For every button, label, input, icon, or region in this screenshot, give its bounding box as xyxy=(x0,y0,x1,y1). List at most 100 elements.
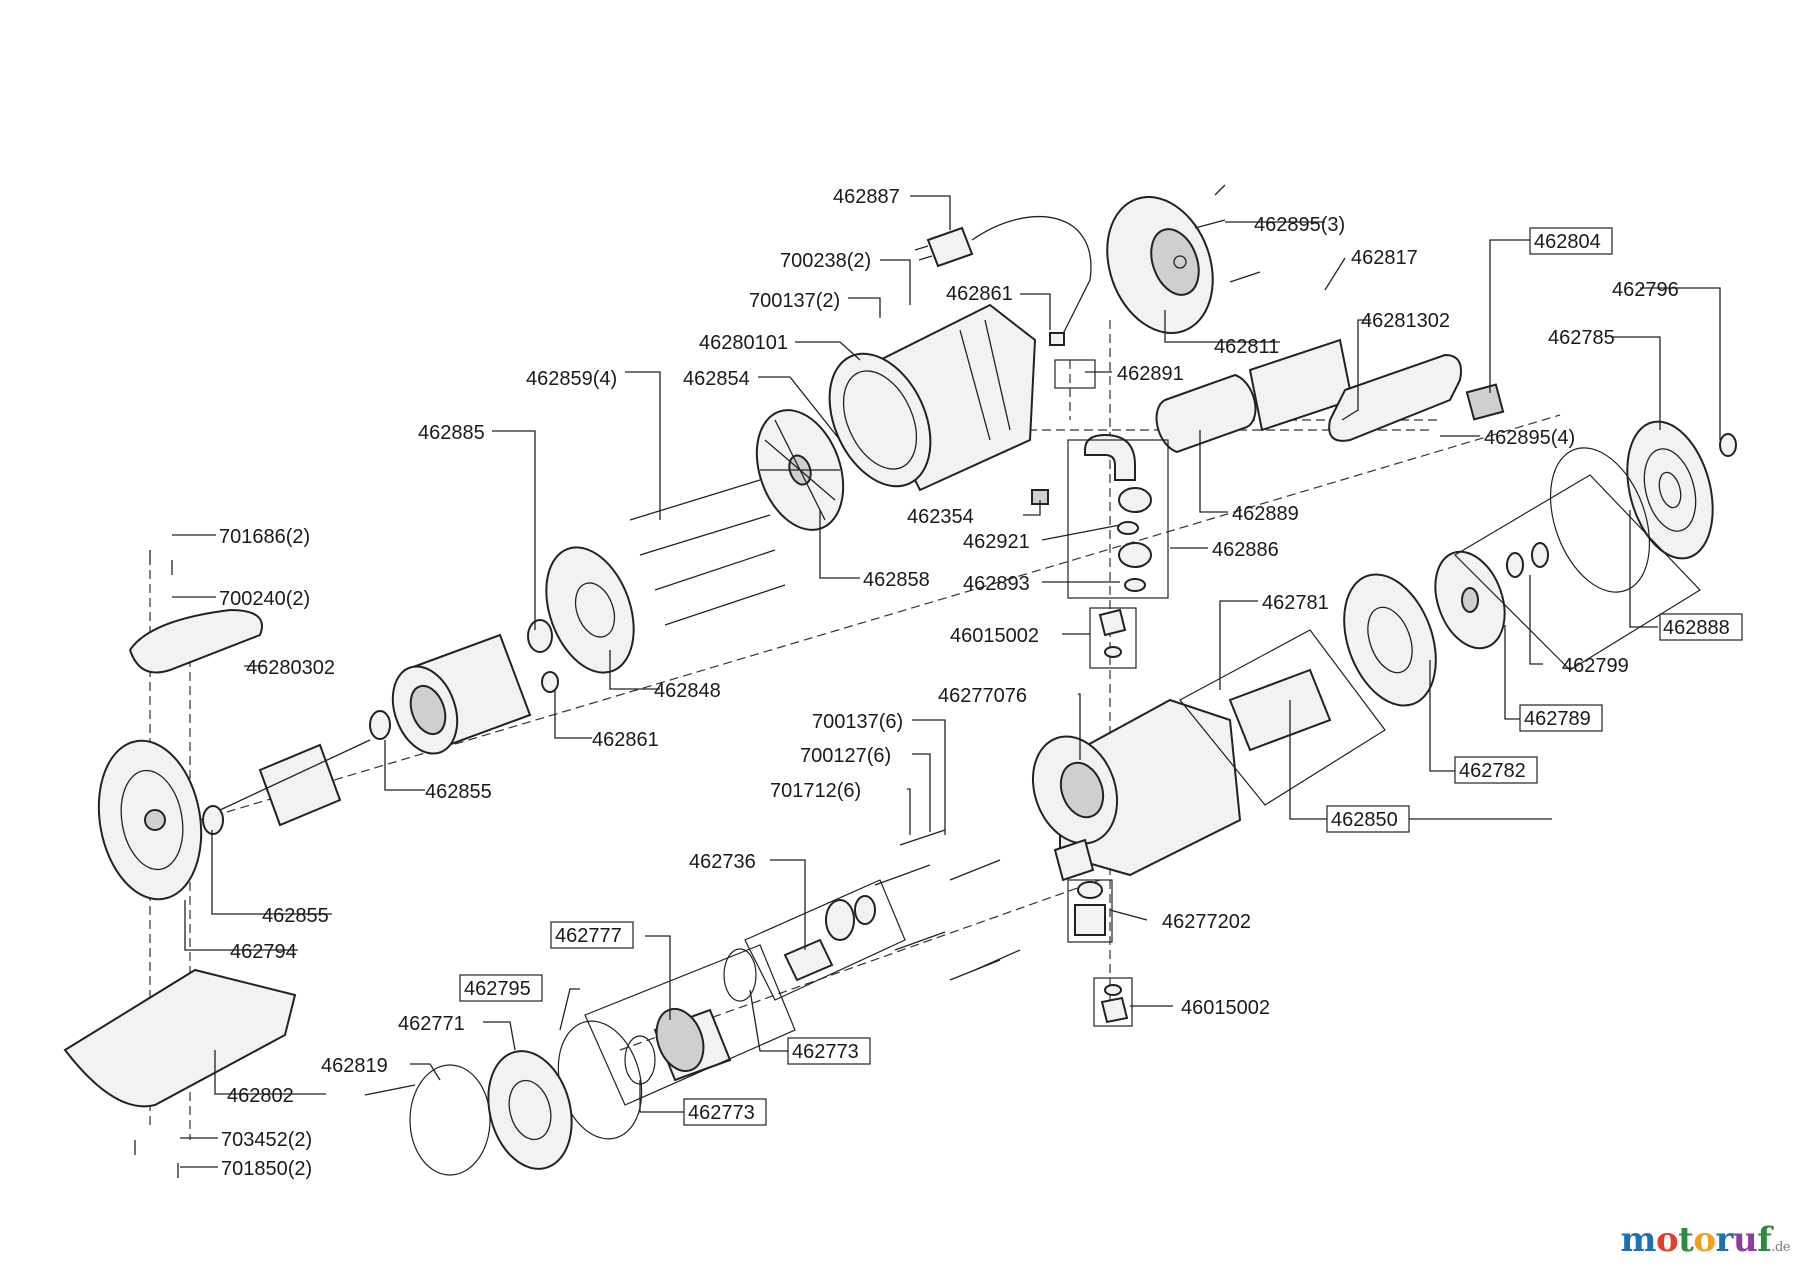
label-46015002-bot: 46015002 xyxy=(1181,997,1270,1019)
wrench-part xyxy=(364,1064,491,1176)
logo-letter-o2: o xyxy=(1693,1220,1716,1260)
label-462789: 462789 xyxy=(1524,708,1591,730)
label-462893: 462893 xyxy=(963,573,1030,595)
handle-part xyxy=(128,608,263,674)
parts xyxy=(63,184,1737,1178)
label-462886: 462886 xyxy=(1212,539,1279,561)
gasket-ring-part xyxy=(1549,447,1651,593)
label-462895-3: 462895(3) xyxy=(1254,214,1345,236)
filter-lid-part xyxy=(487,1020,643,1170)
connector-stack-part xyxy=(1031,433,1152,592)
label-462855-a: 462855 xyxy=(425,781,492,803)
label-462885: 462885 xyxy=(418,422,485,444)
label-462819: 462819 xyxy=(321,1055,388,1077)
rotor-part xyxy=(202,710,391,835)
label-462785: 462785 xyxy=(1548,327,1615,349)
stator-part xyxy=(391,633,532,755)
handle-screws-part xyxy=(134,550,179,1178)
label-462802: 462802 xyxy=(227,1085,294,1107)
switch-part xyxy=(1465,383,1505,421)
group-frames xyxy=(584,359,1701,1106)
impeller-group-part xyxy=(1228,542,1549,752)
tie-rods-part xyxy=(629,479,786,626)
label-462804: 462804 xyxy=(1534,231,1601,253)
o-ring-part xyxy=(527,619,553,653)
label-462858: 462858 xyxy=(863,569,930,591)
label-700238-2: 700238(2) xyxy=(780,250,871,272)
base-part xyxy=(63,968,297,1108)
logo-letter-m: m xyxy=(1620,1220,1656,1260)
part-labels: 462887 462895(3) 700238(2) 462817 462804… xyxy=(219,186,1730,1180)
label-462854: 462854 xyxy=(683,368,750,390)
label-462795: 462795 xyxy=(464,978,531,1000)
logo-letter-o1: o xyxy=(1655,1220,1679,1260)
label-701850-2: 701850(2) xyxy=(221,1158,312,1180)
label-462796: 462796 xyxy=(1612,279,1679,301)
label-703452-2: 703452(2) xyxy=(221,1129,312,1151)
label-462895-4: 462895(4) xyxy=(1484,427,1575,449)
label-701686-2: 701686(2) xyxy=(219,526,310,548)
logo-letter-t: t xyxy=(1678,1220,1694,1260)
filter-cylinder-part xyxy=(1155,373,1257,454)
label-462777: 462777 xyxy=(555,925,622,947)
diaphragm-part xyxy=(1626,420,1737,560)
logo-letter-u: u xyxy=(1732,1220,1758,1260)
label-462848: 462848 xyxy=(654,680,721,702)
pump-housing-part xyxy=(1031,698,1242,882)
label-700127-6: 700127(6) xyxy=(800,745,891,767)
end-cap-part xyxy=(97,739,203,901)
label-700137-2: 700137(2) xyxy=(749,290,840,312)
label-462799: 462799 xyxy=(1562,655,1629,677)
cover-part xyxy=(1328,353,1462,442)
label-462773-a: 462773 xyxy=(792,1041,859,1063)
label-700137-6: 700137(6) xyxy=(812,711,903,733)
label-462859-4: 462859(4) xyxy=(526,368,617,390)
label-462850: 462850 xyxy=(1331,809,1398,831)
label-46281302: 46281302 xyxy=(1361,310,1450,332)
drain-plug-top-part xyxy=(1098,608,1127,658)
label-462773-b: 462773 xyxy=(688,1102,755,1124)
filter-assembly-part xyxy=(624,895,876,1085)
logo-letter-r: r xyxy=(1715,1220,1734,1260)
label-46015002-top: 46015002 xyxy=(950,625,1039,647)
label-462887: 462887 xyxy=(833,186,900,208)
label-462811: 462811 xyxy=(1214,336,1279,358)
label-462817: 462817 xyxy=(1351,247,1418,269)
label-46280302: 46280302 xyxy=(246,657,335,679)
small-ring-part xyxy=(541,671,559,693)
motoruf-logo: motoruf.de xyxy=(1620,1220,1790,1260)
label-700240-2: 700240(2) xyxy=(219,588,310,610)
rear-cap-part xyxy=(1106,196,1214,334)
drain-plug-bottom-part xyxy=(1100,984,1129,1024)
label-46277076: 46277076 xyxy=(938,685,1027,707)
label-462888: 462888 xyxy=(1663,617,1730,639)
bearing-shield-part xyxy=(545,546,635,674)
label-701712-6: 701712(6) xyxy=(770,780,861,802)
union-part xyxy=(1074,881,1106,936)
logo-tld: .de xyxy=(1771,1240,1790,1255)
label-46277202: 46277202 xyxy=(1162,911,1251,933)
label-462771: 462771 xyxy=(398,1013,465,1035)
bolts-part xyxy=(874,829,1021,981)
power-plug-part xyxy=(914,215,1092,346)
screws-part xyxy=(1194,184,1261,283)
label-462861-top: 462861 xyxy=(946,283,1013,305)
label-462889: 462889 xyxy=(1232,503,1299,525)
label-462781: 462781 xyxy=(1262,592,1329,614)
label-462736: 462736 xyxy=(689,851,756,873)
label-462855-b: 462855 xyxy=(262,905,329,927)
leader-lines xyxy=(172,195,1721,1168)
label-462782: 462782 xyxy=(1459,760,1526,782)
fan-part xyxy=(755,409,845,531)
label-boxes xyxy=(459,227,1743,1126)
motor-housing-part xyxy=(828,303,1037,492)
label-462794: 462794 xyxy=(230,941,297,963)
logo-letter-f: f xyxy=(1757,1220,1772,1260)
label-46280101: 46280101 xyxy=(699,332,788,354)
label-462891: 462891 xyxy=(1117,363,1184,385)
label-462921: 462921 xyxy=(963,531,1030,553)
label-462354: 462354 xyxy=(907,506,974,528)
label-462861-mid: 462861 xyxy=(592,729,659,751)
